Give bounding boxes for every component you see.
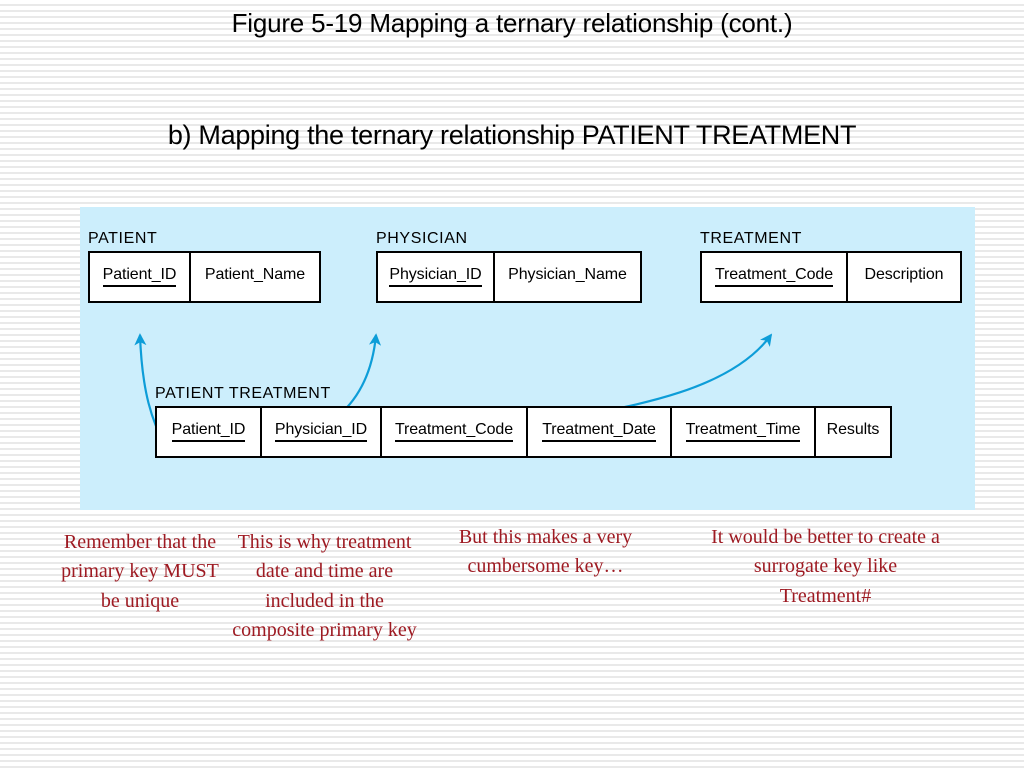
attribute-cell: Treatment_Time xyxy=(672,408,816,456)
annotation-note: It would be better to create a surrogate… xyxy=(711,526,940,607)
relation-treatment: TREATMENT Treatment_Code Description xyxy=(700,230,962,303)
attribute-cell: Results xyxy=(816,408,890,456)
slide-subtitle: b) Mapping the ternary relationship PATI… xyxy=(167,120,857,150)
annotation-note: Remember that the primary key MUST be un… xyxy=(61,531,219,612)
attribute-cell: Treatment_Code xyxy=(702,253,848,301)
attribute-label: Patient_ID xyxy=(102,266,176,287)
attribute-label: Patient_Name xyxy=(204,266,306,283)
relation-name-patient-treatment: PATIENT TREATMENT xyxy=(155,385,331,402)
attribute-cell: Physician_ID xyxy=(262,408,382,456)
attribute-cell: Patient_ID xyxy=(157,408,262,456)
attribute-cell: Treatment_Code xyxy=(382,408,528,456)
attribute-label: Results xyxy=(826,421,880,438)
annotation-note: But this makes a very cumbersome key… xyxy=(458,526,633,578)
attribute-label: Treatment_Code xyxy=(394,421,513,442)
relation-physician: PHYSICIAN Physician_ID Physician_Name xyxy=(376,230,642,303)
attribute-label: Treatment_Time xyxy=(685,421,800,442)
attribute-cell: Patient_ID xyxy=(90,253,191,301)
relation-patient: PATIENT Patient_ID Patient_Name xyxy=(88,230,321,303)
attribute-cell: Description xyxy=(848,253,960,301)
attribute-label: Physician_Name xyxy=(508,266,627,283)
attribute-label: Treatment_Code xyxy=(714,266,833,287)
attribute-cell: Physician_ID xyxy=(378,253,495,301)
attribute-cell: Physician_Name xyxy=(495,253,640,301)
relation-row-treatment: Treatment_Code Description xyxy=(700,251,962,303)
relation-name-patient: PATIENT xyxy=(88,230,158,247)
relation-row-physician: Physician_ID Physician_Name xyxy=(376,251,642,303)
attribute-label: Description xyxy=(864,266,944,283)
relation-row-patient-treatment: Patient_ID Physician_ID Treatment_Code T… xyxy=(155,406,892,458)
attribute-label: Physician_ID xyxy=(389,266,482,287)
attribute-label: Treatment_Date xyxy=(542,421,656,442)
relation-name-treatment: TREATMENT xyxy=(700,230,802,247)
attribute-label: Patient_ID xyxy=(171,421,245,442)
annotation-note: This is why treatment date and time are … xyxy=(232,531,417,642)
attribute-cell: Patient_Name xyxy=(191,253,319,301)
page-title: Figure 5-19 Mapping a ternary relationsh… xyxy=(231,8,793,38)
attribute-label: Physician_ID xyxy=(274,421,367,442)
attribute-cell: Treatment_Date xyxy=(528,408,672,456)
relation-patient-treatment: PATIENT TREATMENT Patient_ID Physician_I… xyxy=(155,385,892,458)
relation-name-physician: PHYSICIAN xyxy=(376,230,468,247)
relation-row-patient: Patient_ID Patient_Name xyxy=(88,251,321,303)
